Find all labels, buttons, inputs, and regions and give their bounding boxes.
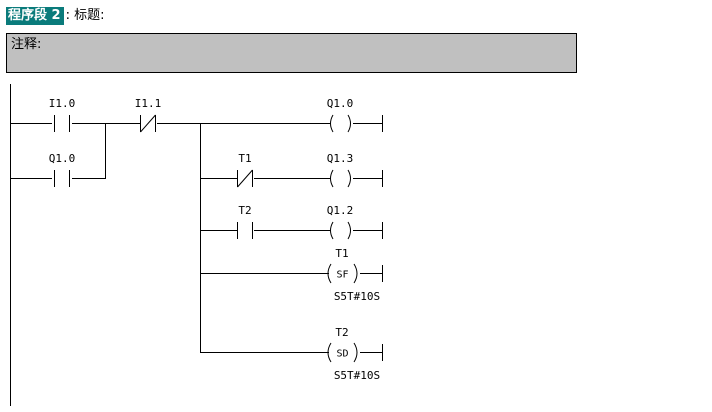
- coil-label-t1: T1: [335, 247, 348, 260]
- coil-label-q1-2: Q1.2: [327, 204, 354, 217]
- network-comment-box[interactable]: 注释:: [6, 33, 577, 73]
- timer-preset-t2: S5T#10S: [334, 369, 380, 382]
- contact-normally-closed-icon[interactable]: [237, 169, 253, 188]
- contact-normally-open-icon[interactable]: [54, 170, 70, 187]
- comment-label: 注释:: [11, 37, 42, 52]
- contact-label-i1-1: I1.1: [135, 97, 162, 110]
- network-title-selected[interactable]: 程序段 2: [6, 7, 64, 25]
- contact-label-t2: T2: [238, 204, 251, 217]
- coil-icon[interactable]: [330, 221, 351, 240]
- coil-label-q1-0: Q1.0: [327, 97, 354, 110]
- timer-sf-coil-icon[interactable]: [327, 263, 358, 284]
- coil-label-q1-3: Q1.3: [327, 152, 354, 165]
- coil-label-t2: T2: [335, 326, 348, 339]
- timer-sd-coil-icon[interactable]: [327, 342, 358, 363]
- contact-label-t1: T1: [238, 152, 251, 165]
- contact-normally-open-icon[interactable]: [54, 115, 70, 132]
- coil-icon[interactable]: [330, 114, 351, 133]
- network-title-suffix: : 标题:: [65, 8, 105, 23]
- timer-preset-t1: S5T#10S: [334, 290, 380, 303]
- contact-label-q1-0: Q1.0: [49, 152, 76, 165]
- network-header: 程序段 2 : 标题:: [6, 6, 104, 26]
- coil-icon[interactable]: [330, 169, 351, 188]
- timer-type-sd: SD: [336, 349, 348, 360]
- timer-type-sf: SF: [336, 270, 348, 281]
- contact-label-i1-0: I1.0: [49, 97, 76, 110]
- contact-normally-open-icon[interactable]: [237, 222, 253, 239]
- ladder-diagram: I1.0 I1.1 Q1.0 Q1.0 T1 Q1.3: [0, 84, 712, 412]
- contact-normally-closed-icon[interactable]: [140, 114, 156, 133]
